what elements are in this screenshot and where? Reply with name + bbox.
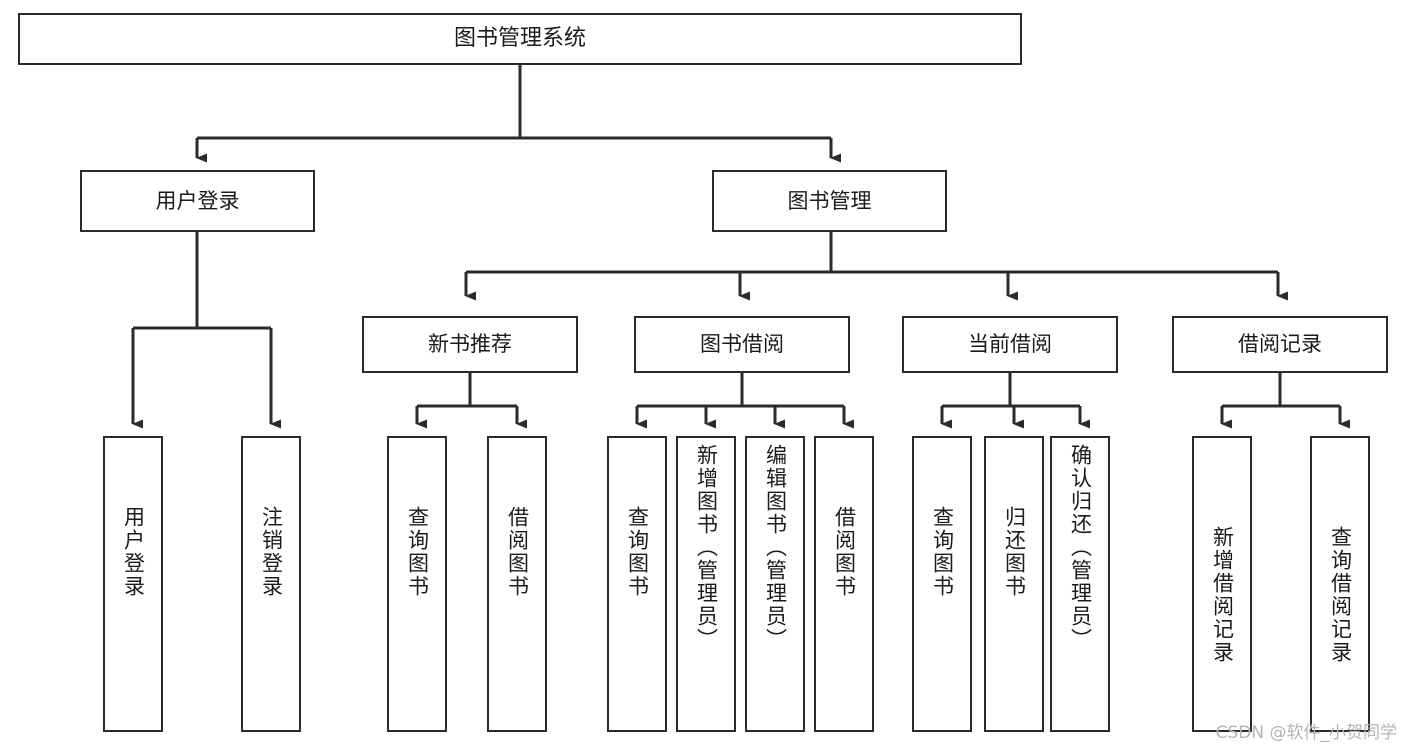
node-label: 借阅记录	[1238, 332, 1322, 357]
node-label: 新书推荐	[428, 332, 512, 357]
node-book-borrow[interactable]: 图书借阅	[634, 316, 850, 373]
node-label: 图书管理系统	[453, 26, 586, 52]
node-label: 用户登录	[155, 188, 240, 213]
leaf-user-login-logout[interactable]: 注销登录	[241, 436, 301, 732]
leaf-book-borrow-add-book-admin[interactable]: 新增图书（管理员）	[676, 436, 736, 732]
leaf-book-borrow-borrow-books[interactable]: 借阅图书	[814, 436, 874, 732]
leaf-new-book-borrow-books[interactable]: 借阅图书	[487, 436, 547, 732]
leaf-new-book-query-books[interactable]: 查询图书	[387, 436, 447, 732]
leaf-current-borrow-confirm-return-admin[interactable]: 确认归还（管理员）	[1050, 436, 1110, 732]
leaf-book-borrow-query-books[interactable]: 查询图书	[607, 436, 667, 732]
node-label: 新增图书（管理员）	[694, 444, 719, 651]
node-new-book-recommend[interactable]: 新书推荐	[362, 316, 578, 373]
node-label: 注销登录	[259, 506, 284, 598]
node-root-book-management-system[interactable]: 图书管理系统	[18, 13, 1022, 65]
leaf-borrow-record-query-record[interactable]: 查询借阅记录	[1310, 436, 1370, 732]
leaf-borrow-record-add-record[interactable]: 新增借阅记录	[1192, 436, 1252, 732]
node-label: 归还图书	[1002, 506, 1027, 598]
node-label: 新增借阅记录	[1210, 526, 1235, 664]
node-label: 当前借阅	[968, 332, 1052, 357]
node-book-management[interactable]: 图书管理	[712, 170, 947, 232]
node-label: 编辑图书（管理员）	[763, 444, 788, 651]
node-label: 确认归还（管理员）	[1068, 444, 1093, 651]
node-label: 图书借阅	[700, 332, 784, 357]
leaf-book-borrow-edit-book-admin[interactable]: 编辑图书（管理员）	[745, 436, 805, 732]
watermark: CSDN @软件_小贺同学	[1215, 723, 1397, 743]
node-label: 图书管理	[787, 188, 872, 213]
node-label: 借阅图书	[832, 506, 857, 598]
node-current-borrow[interactable]: 当前借阅	[902, 316, 1118, 373]
node-label: 查询图书	[930, 506, 955, 598]
node-label: 查询借阅记录	[1328, 526, 1353, 664]
leaf-current-borrow-query-books[interactable]: 查询图书	[912, 436, 972, 732]
leaf-user-login-login[interactable]: 用户登录	[103, 436, 163, 732]
node-label: 查询图书	[625, 506, 650, 598]
leaf-current-borrow-return-books[interactable]: 归还图书	[984, 436, 1044, 732]
node-borrow-record[interactable]: 借阅记录	[1172, 316, 1388, 373]
node-label: 查询图书	[405, 506, 430, 598]
node-label: 用户登录	[121, 506, 146, 598]
node-user-login[interactable]: 用户登录	[80, 170, 315, 232]
node-label: 借阅图书	[505, 506, 530, 598]
